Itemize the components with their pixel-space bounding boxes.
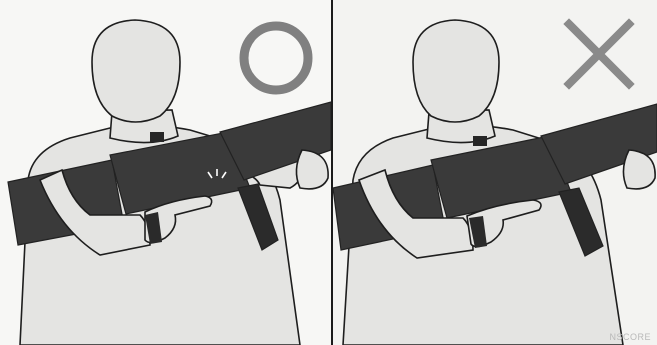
- panel-incorrect-grip: NSCORE: [333, 0, 657, 345]
- head: [92, 20, 180, 122]
- head: [413, 20, 499, 122]
- panel-divider: [331, 0, 333, 345]
- rifle-sight: [150, 132, 164, 142]
- support-hand: [296, 150, 328, 189]
- rifle-sight: [473, 136, 487, 146]
- panel-correct-grip: [0, 0, 331, 345]
- corner-print-mark: NSCORE: [609, 332, 651, 342]
- cross-incorrect-icon: [559, 14, 639, 94]
- support-hand: [623, 150, 655, 189]
- circle-correct-icon: [236, 18, 316, 98]
